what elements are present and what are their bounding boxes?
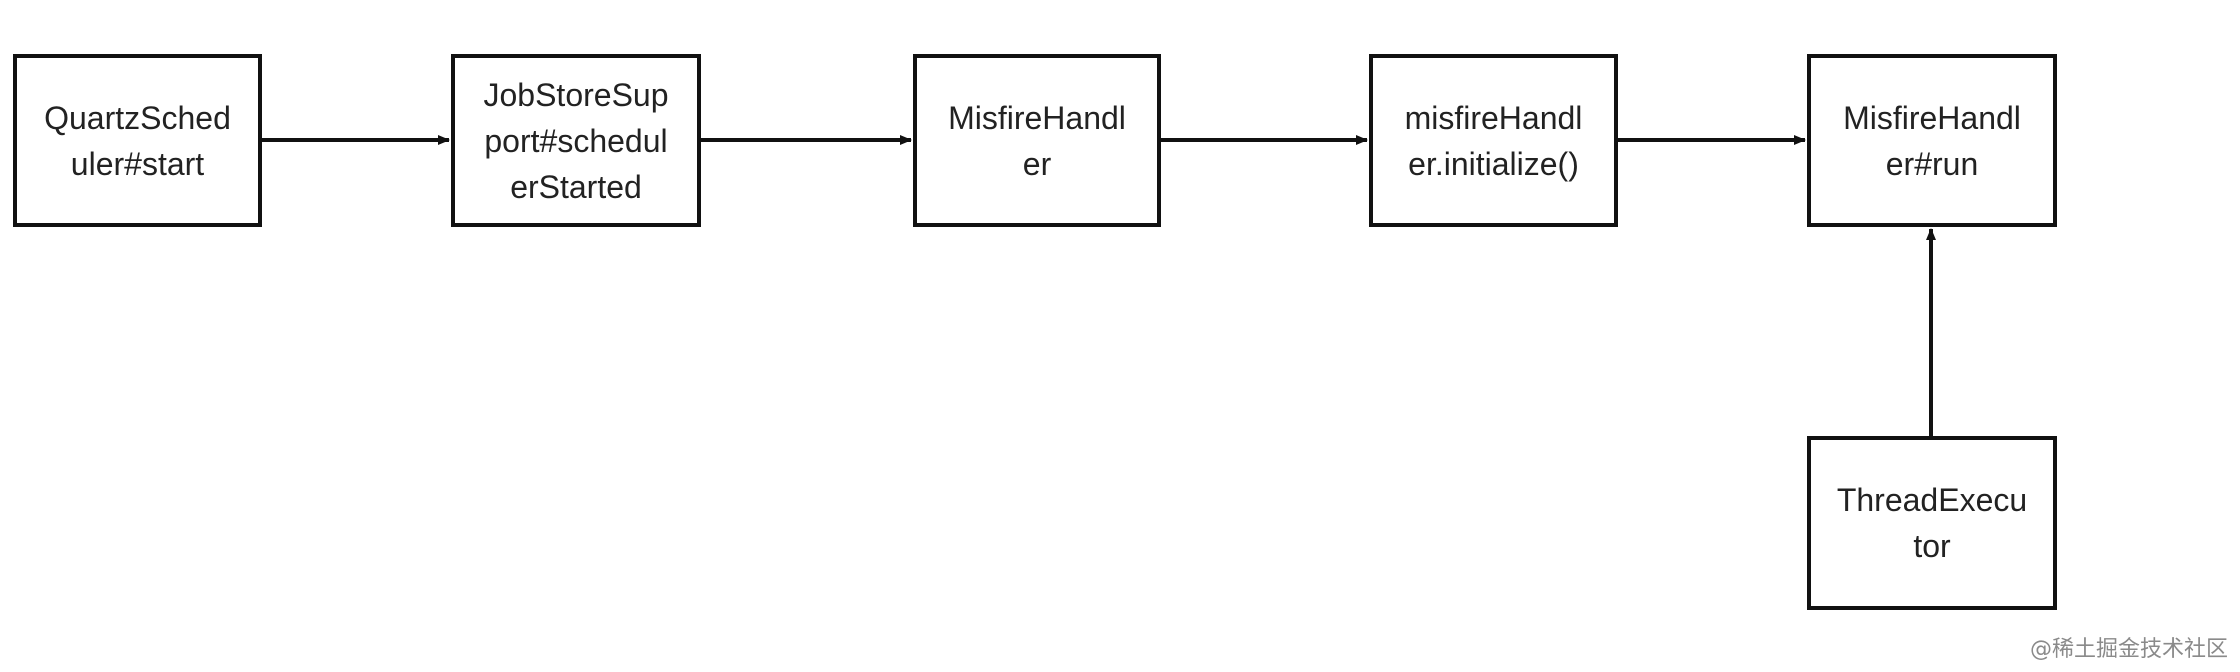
node-label-line: ThreadExecu <box>1836 482 2028 518</box>
node-label-line: MisfireHandl <box>948 99 1126 136</box>
node-thread-executor: ThreadExecu tor <box>1807 436 2057 610</box>
node-label-line: JobStoreSup <box>483 76 669 113</box>
node-label-line: erStarted <box>510 168 642 205</box>
node-jobstore-support-scheduler-started: JobStoreSup port#schedul erStarted <box>451 54 701 227</box>
node-label-line: er.initialize() <box>1408 145 1579 182</box>
node-misfire-handler-initialize: misfireHandl er.initialize() <box>1369 54 1618 227</box>
node-label-line: port#schedul <box>484 122 668 159</box>
node-quartz-scheduler-start: QuartzSched uler#start <box>13 54 262 227</box>
node-label-line: tor <box>1913 528 1951 564</box>
node-misfire-handler: MisfireHandl er <box>913 54 1161 227</box>
node-misfire-handler-run: MisfireHandl er#run <box>1807 54 2057 227</box>
watermark: @稀土掘金技术社区 <box>2029 637 2228 662</box>
node-label-line: er <box>1022 145 1052 182</box>
node-label-line: misfireHandl <box>1404 99 1583 136</box>
node-label-line: er#run <box>1885 145 1979 182</box>
node-label-line: QuartzSched <box>44 99 231 136</box>
node-label-line: uler#start <box>70 145 205 182</box>
node-label-line: MisfireHandl <box>1843 99 2021 136</box>
